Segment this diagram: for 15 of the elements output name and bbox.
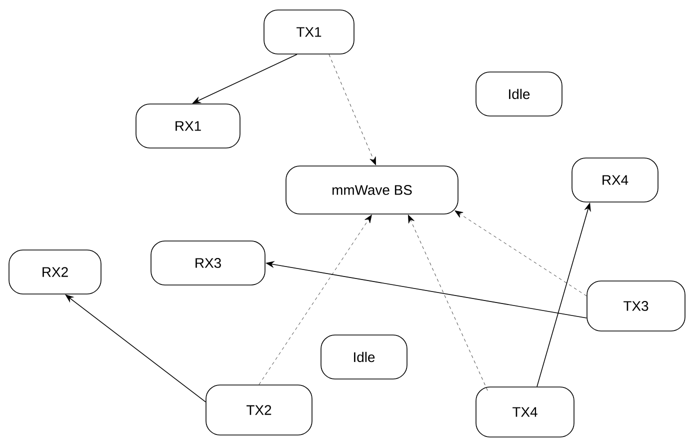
state-box: TX2 [206, 384, 312, 436]
arrow [258, 214, 372, 385]
state-box: Idle [320, 334, 408, 380]
state-box: RX1 [136, 104, 240, 148]
state-box: mmWave BS [286, 166, 458, 214]
arrow [408, 214, 488, 391]
arrow [328, 54, 376, 166]
state-box: TX1 [264, 10, 354, 54]
state-box: Idle [476, 72, 562, 116]
state-box: TX4 [476, 386, 574, 438]
state-box: TX3 [586, 280, 686, 332]
state-box: RX4 [572, 158, 658, 202]
state-box: RX3 [150, 240, 266, 286]
state-box: RX2 [8, 250, 102, 294]
arrow [454, 210, 587, 296]
